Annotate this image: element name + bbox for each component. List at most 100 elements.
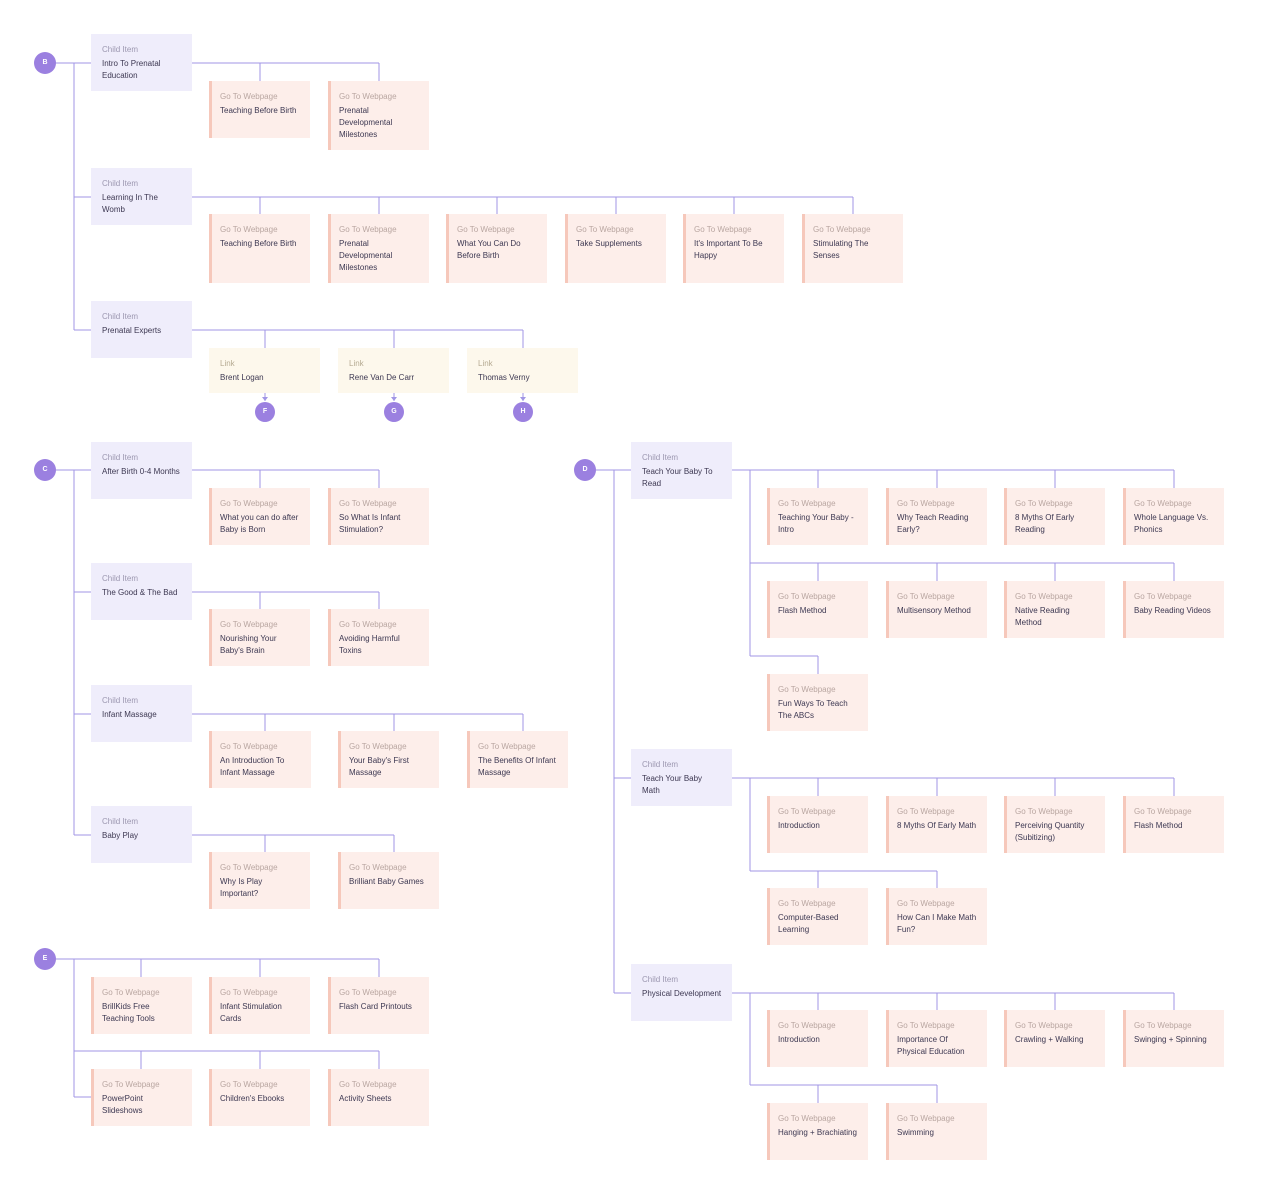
node-kind-label: Go To Webpage — [778, 899, 836, 908]
node-kind-label: Go To Webpage — [897, 592, 955, 601]
node-kind-label: Go To Webpage — [220, 1080, 278, 1089]
node-kind-label: Go To Webpage — [220, 863, 278, 872]
node-kind-label: Go To Webpage — [897, 1021, 955, 1030]
node-title: So What Is Infant Stimulation? — [339, 513, 401, 534]
node-kind-label: Child Item — [642, 453, 679, 462]
node-kind-label: Go To Webpage — [339, 620, 397, 629]
node-title: Flash Card Printouts — [339, 1002, 412, 1011]
node-title: Nourishing Your Baby's Brain — [220, 634, 277, 655]
node-kind-label: Go To Webpage — [1015, 592, 1073, 601]
node-kind-label: Child Item — [102, 45, 139, 54]
node-kind-label: Child Item — [102, 179, 139, 188]
node-title: BrillKids Free Teaching Tools — [102, 1002, 155, 1023]
node-title: Introduction — [778, 1035, 820, 1044]
node-title: Importance Of Physical Education — [897, 1035, 965, 1056]
node-title: Stimulating The Senses — [813, 239, 869, 260]
badge-d: D — [574, 459, 596, 481]
node-title: Prenatal Developmental Milestones — [339, 106, 393, 139]
badge-e: E — [34, 948, 56, 970]
node-title: Teach Your Baby To Read — [642, 467, 713, 488]
node-kind-label: Go To Webpage — [220, 92, 278, 101]
node-title: The Good & The Bad — [102, 588, 178, 597]
node-kind-label: Go To Webpage — [339, 225, 397, 234]
node-title: What You Can Do Before Birth — [457, 239, 521, 260]
node-kind-label: Child Item — [642, 760, 679, 769]
badge-g: G — [384, 402, 404, 422]
node-title: Hanging + Brachiating — [778, 1128, 857, 1137]
node-title: Avoiding Harmful Toxins — [339, 634, 400, 655]
node-kind-label: Go To Webpage — [897, 899, 955, 908]
node-title: Teaching Before Birth — [220, 239, 297, 248]
node-kind-label: Link — [478, 359, 493, 368]
node-kind-label: Go To Webpage — [1134, 592, 1192, 601]
node-kind-label: Child Item — [102, 453, 139, 462]
node-title: Teach Your Baby Math — [642, 774, 703, 795]
node-title: Your Baby's First Massage — [349, 756, 409, 777]
node-kind-label: Go To Webpage — [897, 1114, 955, 1123]
node-title: Introduction — [778, 821, 820, 830]
node-title: PowerPoint Slideshows — [102, 1094, 143, 1115]
node-title: Intro To Prenatal Education — [102, 59, 161, 80]
badge-f: F — [255, 402, 275, 422]
node-title: Native Reading Method — [1015, 606, 1070, 627]
node-title: Teaching Before Birth — [220, 106, 297, 115]
